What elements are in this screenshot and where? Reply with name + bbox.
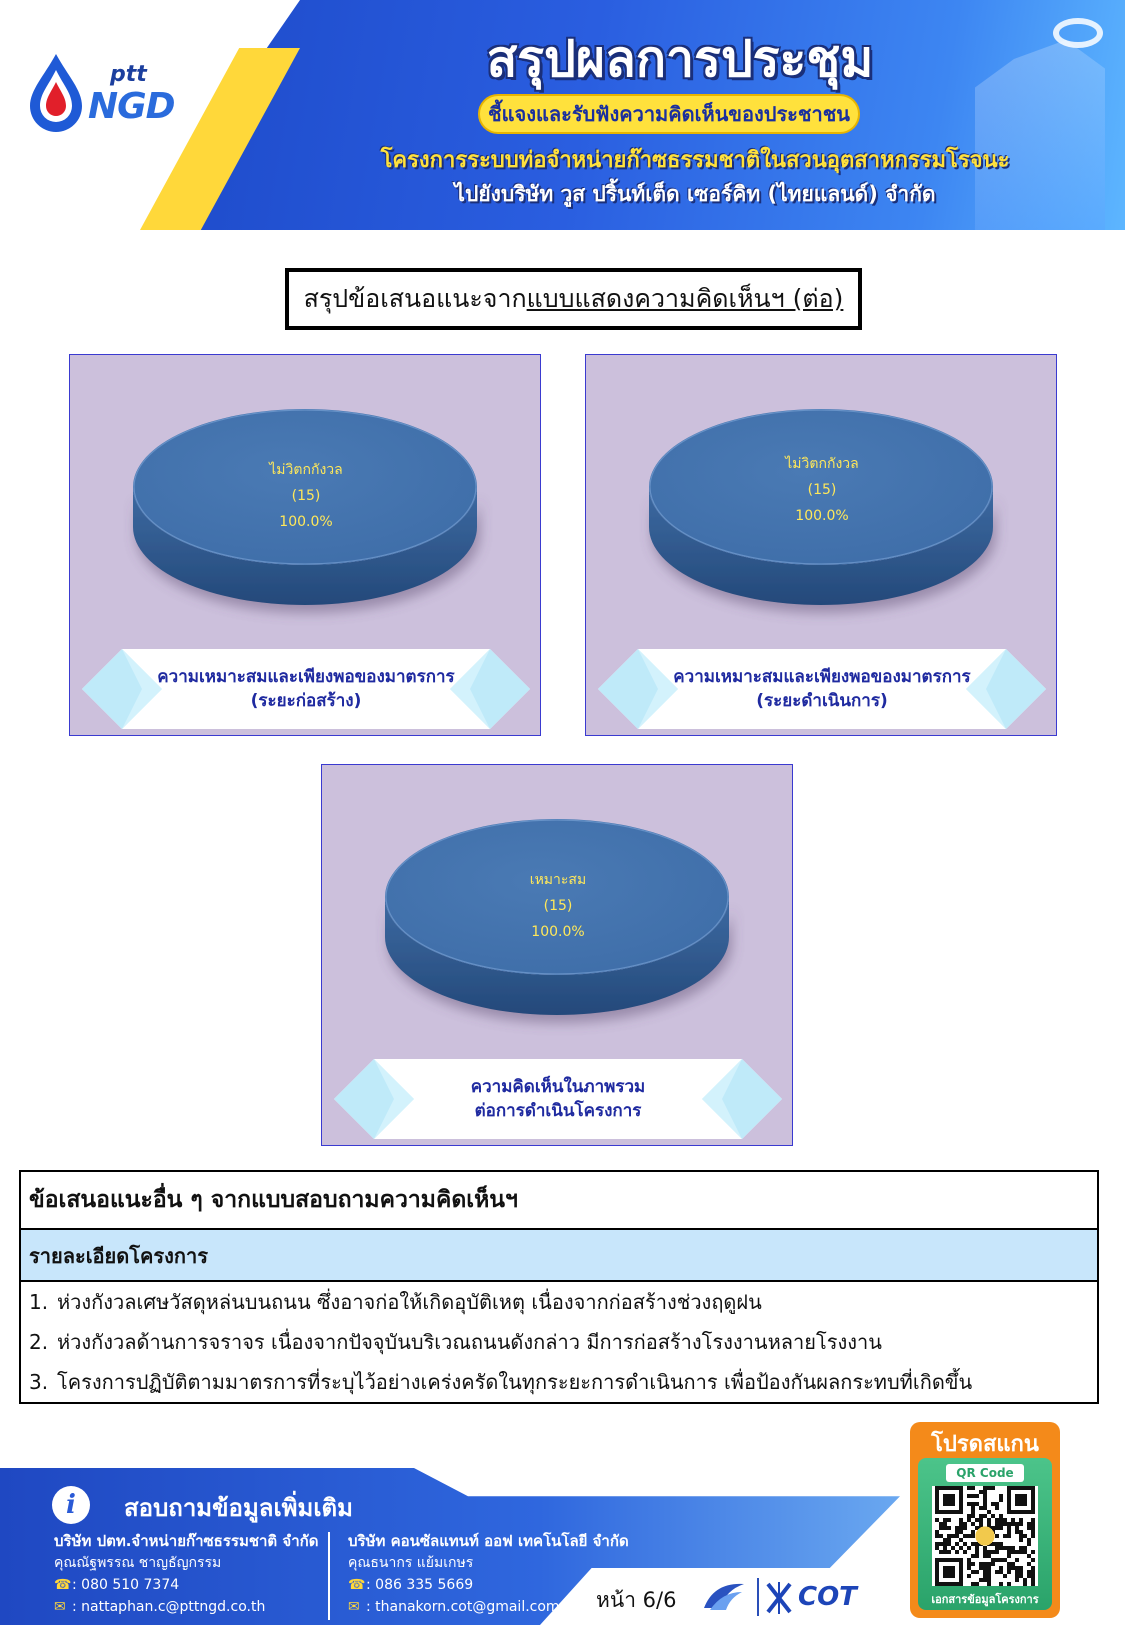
chart-caption-line-1: ความเหมาะสมและเพียงพอของมาตรการ [673, 667, 971, 687]
page-footer: i สอบถามข้อมูลเพิ่มเติม บริษัท ปตท.จำหน่… [0, 1468, 1125, 1625]
pie-percent-label: 100.0% [795, 508, 849, 524]
phone-icon: ☎ [54, 1577, 72, 1593]
contact-pttngd: บริษัท ปตท.จำหน่ายก๊าซธรรมชาติ จำกัด คุณ… [54, 1530, 318, 1618]
contact-phone[interactable]: : 080 510 7374 [72, 1577, 180, 1593]
pie-category-label: ไม่วิตกกังวล [785, 456, 859, 472]
contact-email[interactable]: : thanakorn.cot@gmail.com [366, 1599, 560, 1615]
qr-code-label: QR Code [946, 1464, 1024, 1482]
chart-caption-line-1: ความเหมาะสมและเพียงพอของมาตรการ [157, 667, 455, 687]
row-text: ห่วงกังวลด้านการจราจร เนื่องจากปัจจุบันบ… [57, 1330, 882, 1354]
row-number: 1. [29, 1290, 49, 1314]
contact-company: บริษัท คอนซัลแทนท์ ออฟ เทคโนโลยี จำกัด [348, 1532, 629, 1550]
phone-icon: ☎ [348, 1577, 366, 1593]
pttngd-logo: ptt NGD [22, 48, 182, 138]
page-number: หน้า 6/6 [596, 1588, 677, 1612]
chart-panel-operation: ไม่วิตกกังวล (15) 100.0% ความเหมาะสมและเพีย… [585, 354, 1057, 736]
pie-slice-highlight [133, 409, 477, 565]
cot-logo-text: COT [798, 1582, 857, 1612]
header-title: สรุปผลการประชุม [486, 30, 874, 88]
section-title-prefix: สรุปข้อเสนอแนะจาก [303, 284, 527, 313]
table-subheading: รายละเอียดโครงการ [21, 1230, 1097, 1282]
logo-ptt-text: ptt [110, 62, 147, 87]
contact-company: บริษัท ปตท.จำหน่ายก๊าซธรรมชาติ จำกัด [54, 1532, 319, 1550]
table-row: 2. ห่วงกังวลด้านการจราจร เนื่องจากปัจจุบั… [21, 1322, 1097, 1362]
footer-white-band [540, 1568, 970, 1625]
pie-slice-highlight [649, 409, 993, 565]
qr-card: โปรดสแกน QR Code เอกสารข้อมูลโครงการ [910, 1422, 1060, 1618]
header-subtitle-2: ไปยังบริษัท วูส ปริ้นท์เต็ด เซอร์คิท (ไท… [454, 182, 936, 206]
row-number: 2. [29, 1330, 49, 1354]
qr-code[interactable] [932, 1486, 1038, 1586]
chart-caption: ความเหมาะสมและเพียงพอของมาตรการ (ระยะดำเน… [648, 665, 996, 713]
row-number: 3. [29, 1370, 49, 1394]
anniversary-logo-icon [704, 1583, 744, 1610]
chart-caption-line-1: ความคิดเห็นในภาพรวม [470, 1077, 646, 1097]
ribbon-graphic [82, 649, 530, 729]
mail-icon: ✉ [54, 1599, 66, 1615]
contact-phone[interactable]: : 086 335 5669 [366, 1577, 474, 1593]
footer-divider [328, 1532, 330, 1620]
qr-top-label: โปรดสแกน [931, 1432, 1039, 1457]
chart-caption-line-2: (ระยะดำเนินการ) [756, 691, 888, 711]
ribbon-graphic [598, 649, 1046, 729]
table-heading: ข้อเสนอแนะอื่น ๆ จากแบบสอบถามความคิดเห็น… [21, 1172, 1097, 1230]
pie-slice-0 [133, 409, 477, 565]
table-row: 3. โครงการปฏิบัติตามมาตรการที่ระบุไว้อย่า… [21, 1362, 1097, 1402]
pie-chart [385, 819, 729, 1015]
chart-caption-ribbon: ความเหมาะสมและเพียงพอของมาตรการ (ระยะก่อส… [82, 649, 530, 729]
suggestions-table: ข้อเสนอแนะอื่น ๆ จากแบบสอบถามความคิดเห็น… [19, 1170, 1099, 1404]
pie-percent-label: 100.0% [279, 514, 333, 530]
chart-caption: ความคิดเห็นในภาพรวมต่อการดำเนินโครงการ [384, 1075, 732, 1123]
pie-slice-side [385, 897, 729, 1015]
qr-inner: QR Code เอกสารข้อมูลโครงการ [918, 1458, 1052, 1610]
chart-caption-ribbon: ความคิดเห็นในภาพรวมต่อการดำเนินโครงการ [334, 1059, 782, 1139]
pie-slice-2 [385, 819, 729, 975]
chart-caption-line-2: (ระยะก่อสร้าง) [250, 691, 362, 711]
flame-drop-icon [30, 54, 82, 132]
section-title: สรุปข้อเสนอแนะจากแบบแสดงความคิดเห็นฯ (ต่… [285, 268, 862, 330]
pie-chart [649, 409, 993, 605]
table-row: 1. ห่วงกังวลเศษวัสดุหล่นบนถนน ซึ่งอาจก่อใ… [21, 1282, 1097, 1322]
pie-percent-label: 100.0% [531, 924, 585, 940]
logo-ngd-text: NGD [88, 86, 176, 127]
page-header: ptt NGD สรุปผลการประชุม ชี้แจงและรับฟังค… [0, 0, 1125, 230]
chart-panel-construction: ไม่วิตกกังวล (15) 100.0% ความเหมาะสมและเพีย… [69, 354, 541, 736]
cot-mark-icon [766, 1582, 792, 1614]
contact-person: คุณธนากร แย้มเกษร [348, 1555, 474, 1571]
header-ring-graphic [1053, 18, 1103, 48]
mail-icon: ✉ [348, 1599, 360, 1615]
header-subtitle-1: โครงการระบบท่อจำหน่ายก๊าซธรรมชาติในสวนอุ… [380, 148, 1010, 173]
ribbon-graphic [334, 1059, 782, 1139]
pie-chart [133, 409, 477, 605]
qr-bottom-label: เอกสารข้อมูลโครงการ [931, 1593, 1039, 1606]
row-text: โครงการปฏิบัติตามมาตรการที่ระบุไว้อย่างเ… [57, 1370, 973, 1394]
logo-separator [757, 1578, 759, 1616]
pie-slice-side [133, 487, 477, 605]
section-title-underlined: แบบแสดงความคิดเห็นฯ (ต่อ) [526, 284, 844, 313]
header-pill: ชี้แจงและรับฟังความคิดเห็นของประชาชน [478, 94, 860, 134]
contact-email[interactable]: : nattaphan.c@pttngd.co.th [72, 1599, 266, 1615]
chart-caption-line-2: ต่อการดำเนินโครงการ [474, 1101, 642, 1121]
contact-cot: บริษัท คอนซัลแทนท์ ออฟ เทคโนโลยี จำกัด ค… [348, 1530, 629, 1618]
pie-value-label: (15) [291, 488, 321, 504]
info-icon: i [52, 1486, 90, 1524]
chart-caption: ความเหมาะสมและเพียงพอของมาตรการ (ระยะก่อส… [132, 665, 480, 713]
row-text: ห่วงกังวลเศษวัสดุหล่นบนถนน ซึ่งอาจก่อให้… [57, 1290, 762, 1314]
header-building-graphic [975, 40, 1105, 230]
cot-logo: COT [764, 1578, 864, 1618]
footer-title: สอบถามข้อมูลเพิ่มเติม [124, 1494, 353, 1522]
chart-panel-overall: เหมาะสม (15) 100.0% ความคิดเห็นในภาพรวมต่อก… [321, 764, 793, 1146]
pie-value-label: (15) [807, 482, 837, 498]
chart-caption-ribbon: ความเหมาะสมและเพียงพอของมาตรการ (ระยะดำเน… [598, 649, 1046, 729]
pie-value-label: (15) [543, 898, 573, 914]
pie-slice-side [649, 487, 993, 605]
pie-category-label: เหมาะสม [529, 872, 587, 888]
pie-slice-1 [649, 409, 993, 565]
pie-slice-highlight [385, 819, 729, 975]
qr-code-icon [935, 1486, 1035, 1586]
pie-category-label: ไม่วิตกกังวล [269, 462, 343, 478]
contact-person: คุณณัฐพรรณ ชาญธัญกรรม [54, 1555, 222, 1571]
